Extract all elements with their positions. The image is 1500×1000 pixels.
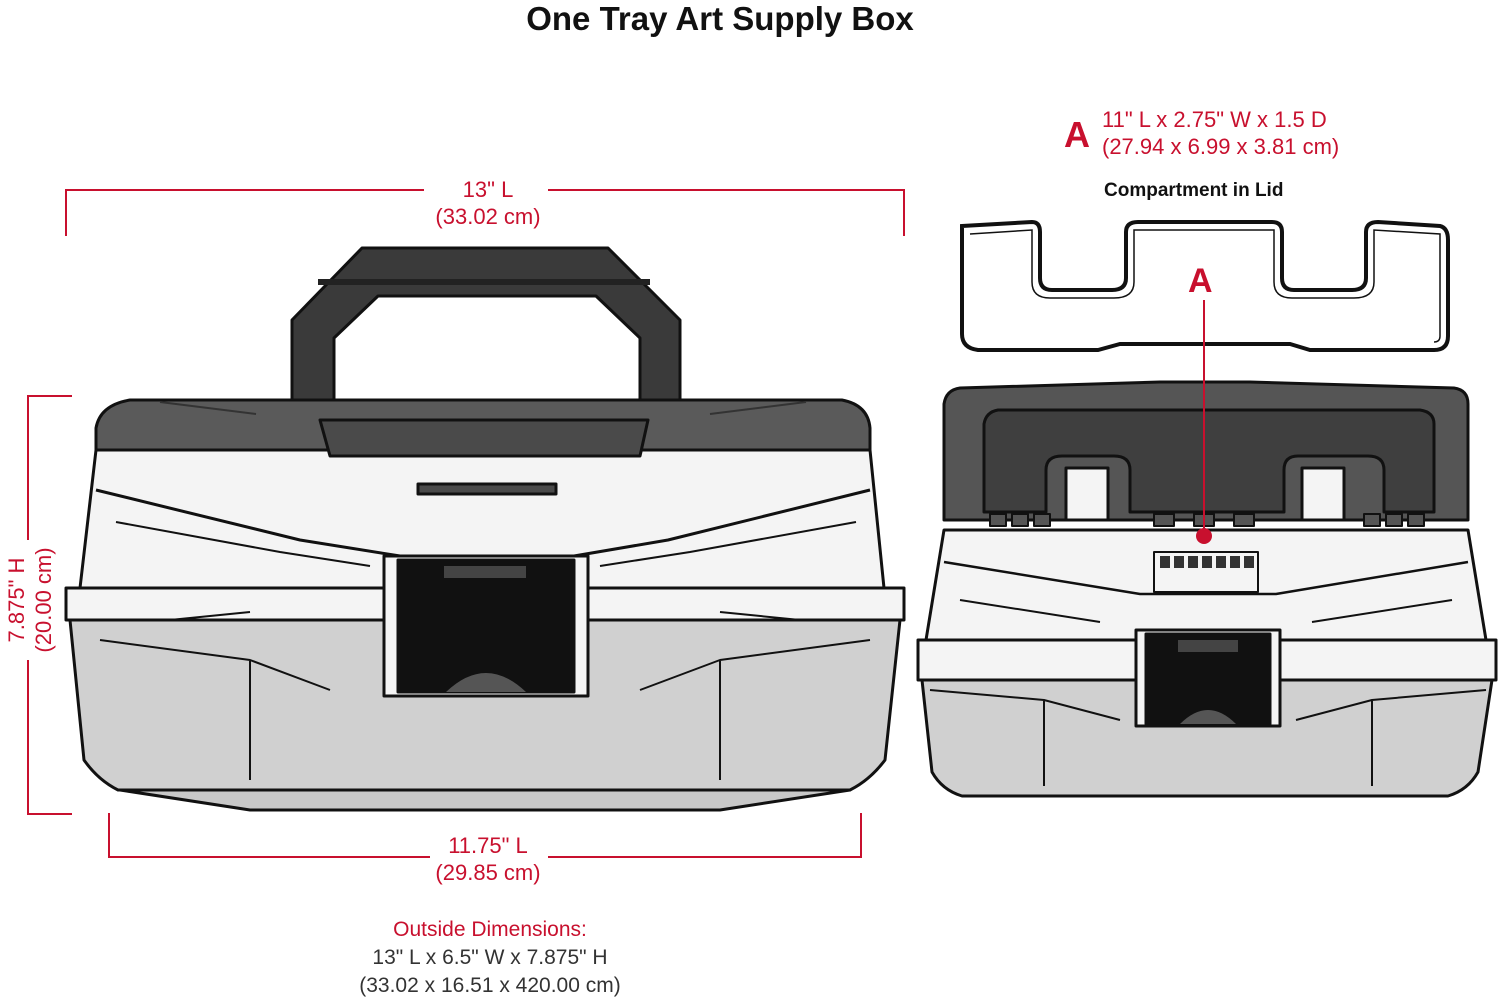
top-length-label: 13" L (33.02 cm) xyxy=(408,176,568,230)
compartment-spec: 11" L x 2.75" W x 1.5 D (27.94 x 6.99 x … xyxy=(1102,106,1339,160)
handle xyxy=(290,246,682,410)
height-label: 7.875" H (20.00 cm) xyxy=(3,520,57,680)
bottom-length-line-left xyxy=(108,813,430,858)
compartment-label: Compartment in Lid xyxy=(1104,180,1284,201)
outside-inches: 13" L x 6.5" W x 7.875" H xyxy=(372,946,608,969)
front-latch xyxy=(396,558,576,694)
open-box-body xyxy=(920,678,1494,798)
closed-box-illustration xyxy=(64,246,906,812)
callout-marker: A xyxy=(1188,262,1213,300)
compartment-callout xyxy=(1196,300,1212,544)
bottom-length-inches: 11.75" L xyxy=(448,833,528,858)
open-box-illustration xyxy=(916,380,1498,798)
top-length-line-left xyxy=(65,189,424,236)
open-box-latch xyxy=(1144,632,1272,726)
outside-dimensions: Outside Dimensions: 13" L x 6.5" W x 7.8… xyxy=(330,916,650,1000)
page-title: One Tray Art Supply Box xyxy=(526,0,914,37)
compartment-spec-inches: 11" L x 2.75" W x 1.5 D xyxy=(1102,107,1327,132)
lid-compartment-outline xyxy=(960,219,1450,352)
top-length-line-right xyxy=(548,189,905,236)
height-line-bottom xyxy=(27,660,72,815)
bottom-length-label: 11.75" L (29.85 cm) xyxy=(408,832,568,886)
compartment-spec-cm: (27.94 x 6.99 x 3.81 cm) xyxy=(1102,134,1340,159)
callout-dot xyxy=(1196,528,1212,544)
compartment-marker: A xyxy=(1064,114,1090,155)
height-line-top xyxy=(27,395,72,540)
height-inches: 7.875" H xyxy=(4,557,29,643)
outside-cm: (33.02 x 16.51 x 420.00 cm) xyxy=(359,974,621,997)
height-cm: (20.00 cm) xyxy=(31,547,56,653)
outside-heading: Outside Dimensions: xyxy=(393,918,587,941)
top-length-inches: 13" L xyxy=(462,177,514,202)
dimension-lines xyxy=(27,189,905,858)
top-length-cm: (33.02 cm) xyxy=(435,204,541,229)
bottom-length-cm: (29.85 cm) xyxy=(435,860,541,885)
bottom-length-line-right xyxy=(548,813,862,858)
